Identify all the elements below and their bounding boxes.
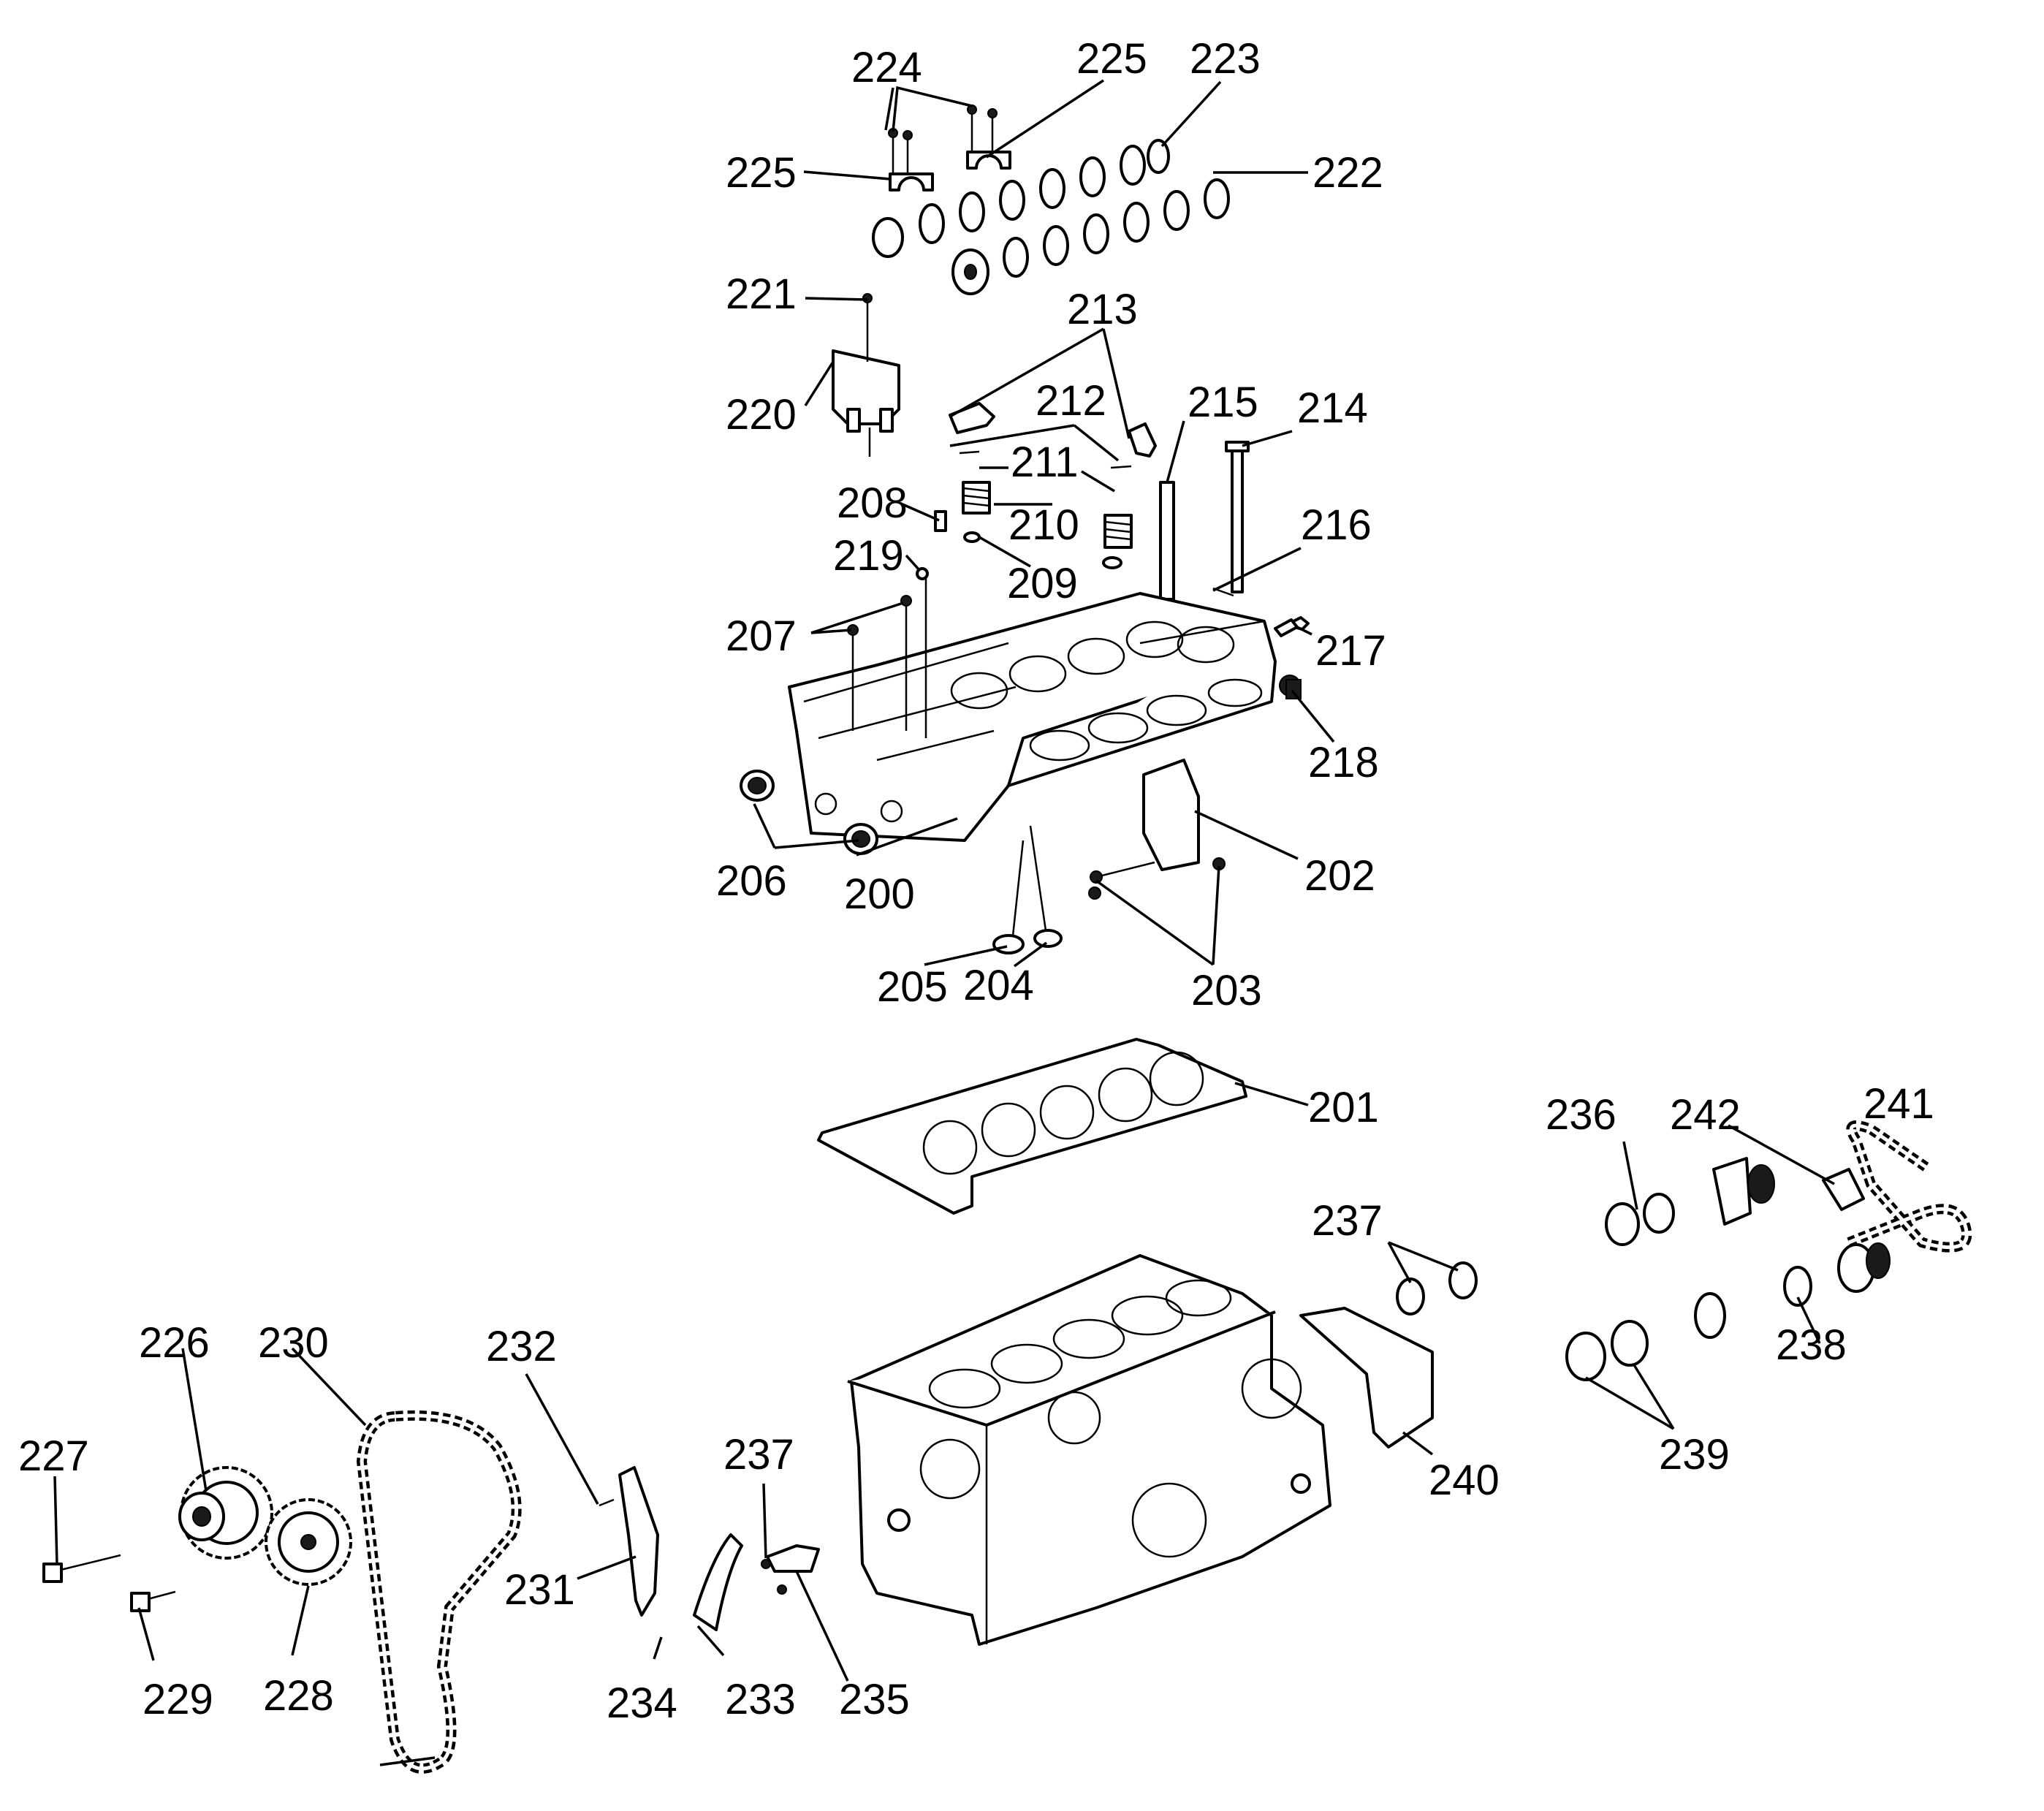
callout-217: 217 [1315, 627, 1386, 675]
valves [992, 825, 1063, 954]
camshaft-bearing-caps [888, 105, 1011, 191]
callout-226: 226 [139, 1319, 210, 1367]
callout-240: 239 [1659, 1431, 1730, 1478]
callout-237: 236 [1546, 1091, 1616, 1139]
engine-block [847, 1254, 1331, 1646]
callout-236: 237 [723, 1431, 794, 1478]
leader-lines [53, 79, 1835, 1766]
valve-spring-right [1103, 514, 1133, 549]
callout-219: 219 [833, 532, 904, 580]
callout-215: 215 [1188, 379, 1258, 426]
intake-camshaft [951, 178, 1255, 295]
callout-213: 213 [1067, 286, 1138, 333]
callout-233: 233 [725, 1676, 796, 1723]
valve-spring-left [962, 481, 991, 515]
chain-guide-small [1822, 1168, 1865, 1211]
callout-223: 223 [1190, 35, 1261, 83]
callout-228: 228 [263, 1672, 334, 1720]
head-gasket [817, 1038, 1247, 1215]
balance-shaft-lower [1673, 1242, 1891, 1339]
callout-206: 206 [716, 857, 787, 905]
callout-239: 238 [1776, 1321, 1847, 1369]
callout-211: 211 [1011, 438, 1078, 486]
actuator-bracket [832, 293, 900, 457]
callout-231: 231 [504, 1566, 575, 1614]
camshaft-actuator-sprocket [178, 1466, 273, 1560]
callout-220: 220 [726, 391, 797, 438]
callout-200: 200 [844, 870, 915, 918]
callout-207: 207 [726, 612, 797, 660]
callout-201: 201 [1308, 1084, 1379, 1131]
callout-230: 230 [258, 1319, 329, 1367]
callout-218: 218 [1308, 739, 1379, 786]
callout-labels: 224 225 223 225 222 221 213 212 215 214 … [18, 35, 1934, 1727]
callout-204: 204 [963, 962, 1034, 1009]
exhaust-camshaft [872, 139, 1170, 258]
exhaust-sprocket [265, 1498, 352, 1586]
callout-212: 212 [1036, 377, 1106, 425]
timing-chain-guides [599, 1466, 820, 1631]
balance-shaft-chain [1846, 1120, 1972, 1253]
callout-232: 232 [486, 1323, 557, 1370]
balance-shaft-chain-guide [1299, 1307, 1434, 1449]
sprocket-bolts [42, 1554, 176, 1612]
callout-238: 237 [1312, 1197, 1383, 1245]
callout-210: 210 [1008, 501, 1079, 549]
callout-241: 240 [1429, 1457, 1500, 1504]
callout-224: 224 [851, 44, 922, 91]
callout-208: 208 [837, 479, 908, 527]
callout-209: 209 [1007, 560, 1078, 607]
exhaust-manifold-heat-shield [1088, 759, 1226, 900]
balance-shaft-bearings [1396, 1261, 1649, 1381]
head-bolts [847, 577, 927, 738]
callout-202: 202 [1304, 852, 1375, 900]
callout-205: 205 [877, 963, 948, 1011]
callout-222: 222 [1312, 149, 1383, 197]
head-plugs [740, 618, 1302, 855]
callout-242: 241 [1863, 1080, 1934, 1128]
callout-216: 216 [1301, 501, 1372, 549]
callout-221: 221 [726, 270, 797, 318]
callout-227: 227 [18, 1432, 89, 1480]
callout-229: 229 [143, 1676, 213, 1723]
callout-225-upper: 225 [1076, 35, 1147, 83]
callout-235: 235 [839, 1676, 910, 1723]
cylinder-head [788, 592, 1277, 842]
timing-chain [356, 1410, 522, 1774]
callout-214: 214 [1297, 384, 1368, 432]
balance-shaft-upper [1498, 1157, 1775, 1264]
callout-234: 234 [607, 1679, 677, 1727]
callout-203: 203 [1191, 967, 1262, 1014]
callout-225-left: 225 [726, 149, 797, 197]
callout-243: 242 [1670, 1091, 1741, 1139]
